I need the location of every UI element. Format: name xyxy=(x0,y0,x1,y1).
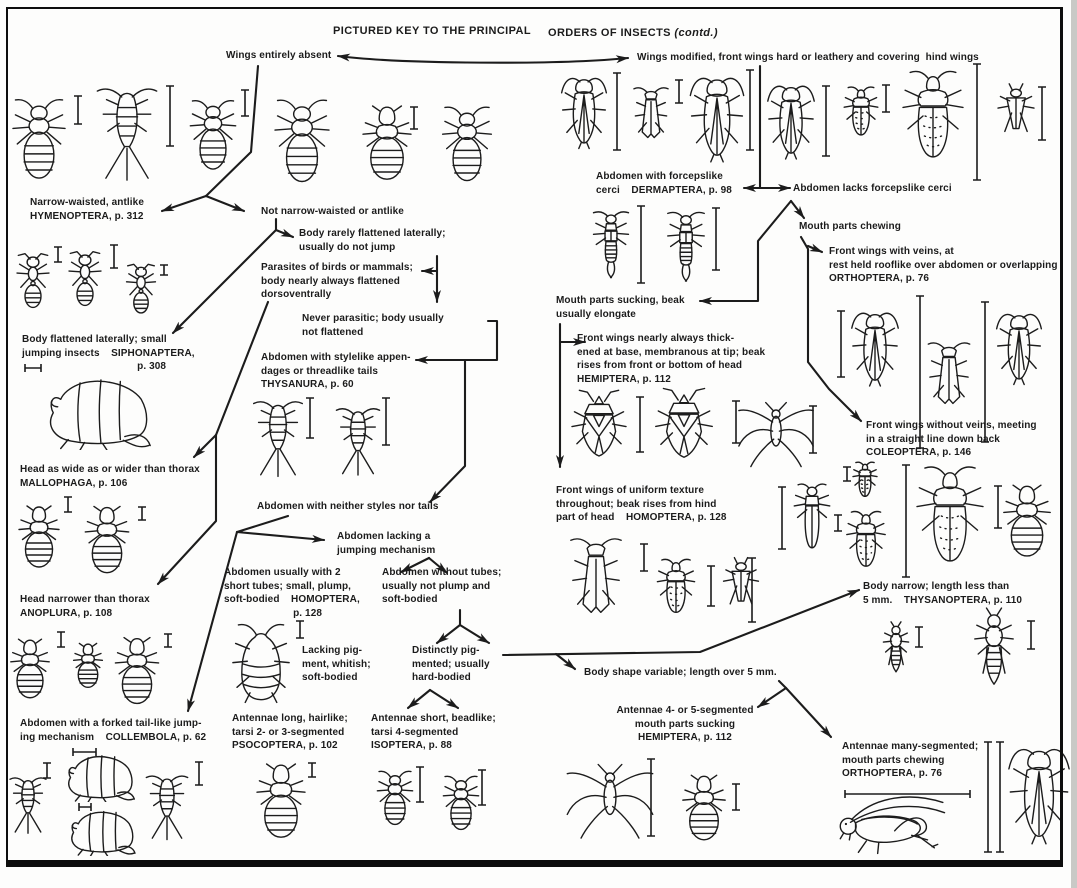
node-never-parasitic: Never parasitic; body usually not flatte… xyxy=(302,313,444,338)
node-isoptera: Antennae short, beadlike; tarsi 4-segmen… xyxy=(371,713,496,751)
node-lacks-cerci: Abdomen lacks forcepslike cerci xyxy=(793,183,952,194)
node-mouth-sucking: Mouth parts sucking, beak usually elonga… xyxy=(556,295,685,320)
scale-bar xyxy=(160,265,168,275)
node-parasites: Parasites of birds or mammals; body near… xyxy=(261,262,413,300)
node-homoptera-uniform: Front wings of uniform texture throughou… xyxy=(556,485,727,523)
node-not-narrow-waisted: Not narrow-waisted or antlike xyxy=(261,206,404,217)
node-wings-absent: Wings entirely absent xyxy=(226,50,332,61)
scale-bar xyxy=(195,762,203,785)
scale-bar xyxy=(613,73,621,150)
page-border xyxy=(6,7,1063,867)
scale-bar xyxy=(882,85,890,112)
scale-bar xyxy=(640,544,648,571)
scale-bar xyxy=(57,632,65,647)
scale-bar xyxy=(707,566,715,606)
node-rarely-flattened: Body rarely flattened laterally; usually… xyxy=(299,228,446,253)
scale-bar xyxy=(732,401,740,443)
node-homoptera-tubes: Abdomen usually with 2 short tubes; smal… xyxy=(224,567,360,619)
scale-bar xyxy=(416,767,424,802)
node-without-tubes: Abdomen without tubes; usually not plump… xyxy=(382,567,502,605)
scale-bar xyxy=(778,487,786,549)
scale-bar xyxy=(834,515,842,531)
scale-bar xyxy=(478,770,486,805)
node-orthoptera-roof: Front wings with veins, at rest held roo… xyxy=(829,246,1058,284)
scale-bar xyxy=(712,208,720,270)
scale-bar xyxy=(984,742,992,852)
node-psocoptera: Antennae long, hairlike; tarsi 2- or 3-s… xyxy=(232,713,348,751)
scale-bar xyxy=(822,86,830,156)
scale-bar xyxy=(746,70,754,150)
scale-bar xyxy=(110,245,118,268)
scale-bar xyxy=(64,497,72,512)
scale-bar xyxy=(915,627,923,647)
scale-bar xyxy=(25,364,41,372)
scale-bar xyxy=(637,206,645,283)
node-dermaptera: Abdomen with forcepslike cerci DERMAPTER… xyxy=(596,171,732,196)
node-neither-styles: Abdomen with neither styles nor tails xyxy=(257,501,439,512)
node-orthoptera-many: Antennae many-segmented; mouth parts che… xyxy=(842,741,979,779)
scale-bar xyxy=(996,742,1004,852)
scale-bar xyxy=(410,107,418,129)
node-body-variable: Body shape variable; length over 5 mm. xyxy=(584,667,777,678)
node-wings-modified: Wings modified, front wings hard or leat… xyxy=(637,52,979,63)
scale-bar xyxy=(296,621,304,638)
node-hymenoptera: Narrow-waisted, antlike HYMENOPTERA, p. … xyxy=(30,197,144,222)
scale-bar xyxy=(748,558,756,622)
node-hemiptera-beak: Front wings nearly always thick- ened at… xyxy=(577,333,766,385)
node-mouth-chewing: Mouth parts chewing xyxy=(799,221,901,232)
scale-bar xyxy=(837,311,845,377)
scale-bar xyxy=(164,634,172,647)
page-title-right-main: ORDERS OF INSECTS xyxy=(548,27,675,39)
node-thysanoptera: Body narrow; length less than 5 mm. THYS… xyxy=(863,581,1023,606)
scale-bar xyxy=(382,398,390,445)
node-distinctly-pigmented: Distinctly pig- mented; usually hard-bod… xyxy=(412,645,490,683)
scale-bar xyxy=(138,507,146,520)
scale-bar xyxy=(916,296,924,448)
page-title-left: PICTURED KEY TO THE PRINCIPAL xyxy=(333,25,532,37)
scale-bar xyxy=(973,64,981,180)
scale-bar xyxy=(1038,87,1046,140)
page-edge-shadow xyxy=(1071,0,1077,888)
scale-bar xyxy=(994,486,1002,528)
scale-bar xyxy=(73,748,96,756)
connector-arrows xyxy=(158,53,861,737)
scale-bar xyxy=(675,80,683,103)
scale-bar xyxy=(647,759,655,836)
node-collembola: Abdomen with a forked tail-like jump- in… xyxy=(20,718,207,743)
page-title-right-suffix: (contd.) xyxy=(674,27,718,39)
scale-bar xyxy=(1027,621,1035,649)
scale-bar xyxy=(241,90,249,116)
node-anoplura: Head narrower than thorax ANOPLURA, p. 1… xyxy=(20,594,150,619)
scale-bar xyxy=(843,467,851,481)
node-thysanura: Abdomen with stylelike appen- dages or t… xyxy=(261,352,411,390)
scale-bar xyxy=(306,398,314,438)
node-siphonaptera: Body flattened laterally; small jumping … xyxy=(22,334,195,372)
scale-bar xyxy=(166,86,174,146)
node-lacking-pigment: Lacking pig- ment, whitish; soft-bodied xyxy=(302,645,371,683)
scale-bars xyxy=(25,64,1046,852)
scale-bar xyxy=(902,465,910,577)
node-hemiptera-antennae: Antennae 4- or 5-segmented mouth parts s… xyxy=(616,705,754,743)
scale-bar xyxy=(74,96,82,124)
scale-bar xyxy=(636,397,644,452)
scale-bar xyxy=(981,302,989,442)
node-lacking-jump: Abdomen lacking a jumping mechanism xyxy=(337,531,436,556)
scale-bar xyxy=(845,790,970,798)
scale-bar xyxy=(79,803,91,811)
node-coleoptera: Front wings without veins, meeting in a … xyxy=(866,420,1037,458)
scale-bar xyxy=(732,784,740,810)
scale-bar xyxy=(54,247,62,262)
scale-bar xyxy=(308,763,316,777)
page-title-right: ORDERS OF INSECTS (contd.) xyxy=(548,27,718,39)
node-mallophaga: Head as wide as or wider than thorax MAL… xyxy=(20,464,200,489)
